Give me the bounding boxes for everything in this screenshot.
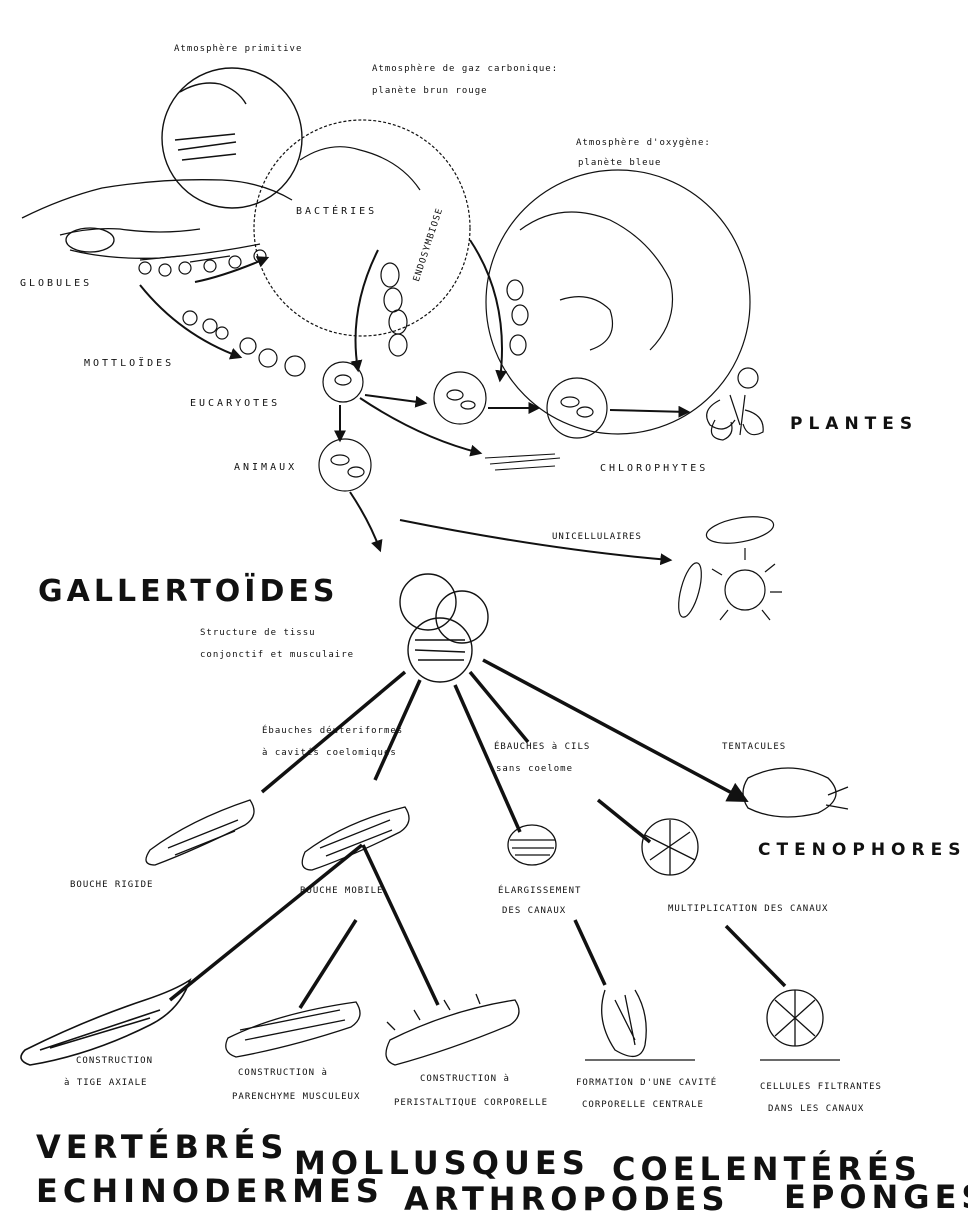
label-structure-tissu: Structure de tissu	[200, 628, 316, 638]
primordial-shore	[22, 180, 292, 262]
organism-coelentere	[585, 990, 695, 1060]
globe-oxygen	[486, 170, 750, 434]
label-formation-cavite: FORMATION D'UNE CAVITÉ	[576, 1078, 717, 1088]
label-cavites-coelomiques: à cavités coelomiques	[262, 748, 397, 758]
label-ebauches-sac: Ébauches déuteriformes	[262, 726, 403, 736]
organism-elargissement	[508, 825, 556, 865]
label-atmosphere-oxygene: Atmosphère d'oxygène:	[576, 138, 711, 148]
label-cavite-centrale: CORPORELLE CENTRALE	[582, 1100, 704, 1110]
gallertoide-cells	[400, 574, 488, 682]
label-parenchyme-musculeux: PARENCHYME MUSCULEUX	[232, 1092, 360, 1102]
branch-lines	[170, 672, 785, 1008]
tentacule-arrow	[483, 660, 745, 800]
label-atmosphere-primitive: Atmosphère primitive	[174, 44, 302, 54]
label-sans-coelome: sans coelome	[496, 764, 573, 774]
label-construction-parenchyme: CONSTRUCTION à	[238, 1068, 328, 1078]
label-chlorophytes: CHLOROPHYTES	[600, 463, 708, 474]
organism-eponge	[760, 990, 840, 1060]
label-bouche-mobile: BOUCHE MOBILE	[300, 886, 383, 896]
label-atmosphere-carbonique: Atmosphère de gaz carbonique:	[372, 64, 558, 74]
chlorophyt-drawing	[485, 454, 560, 470]
label-elargissement: ÉLARGISSEMENT	[498, 886, 581, 896]
organism-arthropode	[386, 994, 519, 1065]
globe-primitive	[162, 68, 302, 208]
label-construction: CONSTRUCTION	[76, 1056, 153, 1066]
label-gallertoides: GALLERTOÏDES	[38, 574, 338, 609]
label-multiplication-canaux: MULTIPLICATION DES CANAUX	[668, 904, 828, 914]
label-des-canaux: DES CANAUX	[502, 906, 566, 916]
label-animaux: ANIMAUX	[234, 462, 297, 473]
label-construction-peristaltique: CONSTRUCTION à	[420, 1074, 510, 1084]
label-unicellulaires: UNICELLULAIRES	[552, 532, 642, 542]
unicellular-drawings	[674, 512, 782, 620]
label-globules: GLOBULES	[20, 278, 92, 289]
organism-bouche-rigide	[146, 800, 254, 865]
organism-multiplication	[642, 819, 698, 875]
label-eponges: EPONGES	[784, 1178, 968, 1216]
label-bouche-rigide: BOUCHE RIGIDE	[70, 880, 153, 890]
plant-drawing	[707, 368, 764, 440]
label-ctenophores: CTENOPHORES	[758, 840, 966, 860]
organism-vertebre	[21, 980, 190, 1065]
label-planete-brun-rouge: planète brun rouge	[372, 86, 488, 96]
organism-bouche-mobile	[302, 807, 409, 870]
label-eucaryotes: EUCARYOTES	[190, 398, 280, 409]
label-mottloides: MOTTLOÏDES	[84, 358, 174, 369]
organism-tentacules	[743, 768, 848, 817]
label-cellules-filtrantes: CELLULES FILTRANTES	[760, 1082, 882, 1092]
label-bacteries: BACTÉRIES	[296, 206, 377, 217]
label-conjonctif: conjonctif et musculaire	[200, 650, 354, 660]
label-vertebres: VERTÉBRÉS	[36, 1128, 288, 1166]
organism-mollusque	[226, 1002, 360, 1057]
label-planete-bleue: planète bleue	[578, 158, 661, 168]
label-dans-les-canaux: DANS LES CANAUX	[768, 1104, 864, 1114]
label-arthropodes: ARTHROPODES	[404, 1180, 730, 1218]
label-plantes: PLANTES	[790, 414, 918, 434]
label-peristaltique-corporelle: PERISTALTIQUE CORPORELLE	[394, 1098, 548, 1108]
label-ebauches-cils: ÉBAUCHES à CILS	[494, 742, 590, 752]
label-echinodermes: ECHINODERMES	[36, 1172, 384, 1210]
label-tige-axiale: à TIGE AXIALE	[64, 1078, 147, 1088]
label-tentacules: TENTACULES	[722, 742, 786, 752]
